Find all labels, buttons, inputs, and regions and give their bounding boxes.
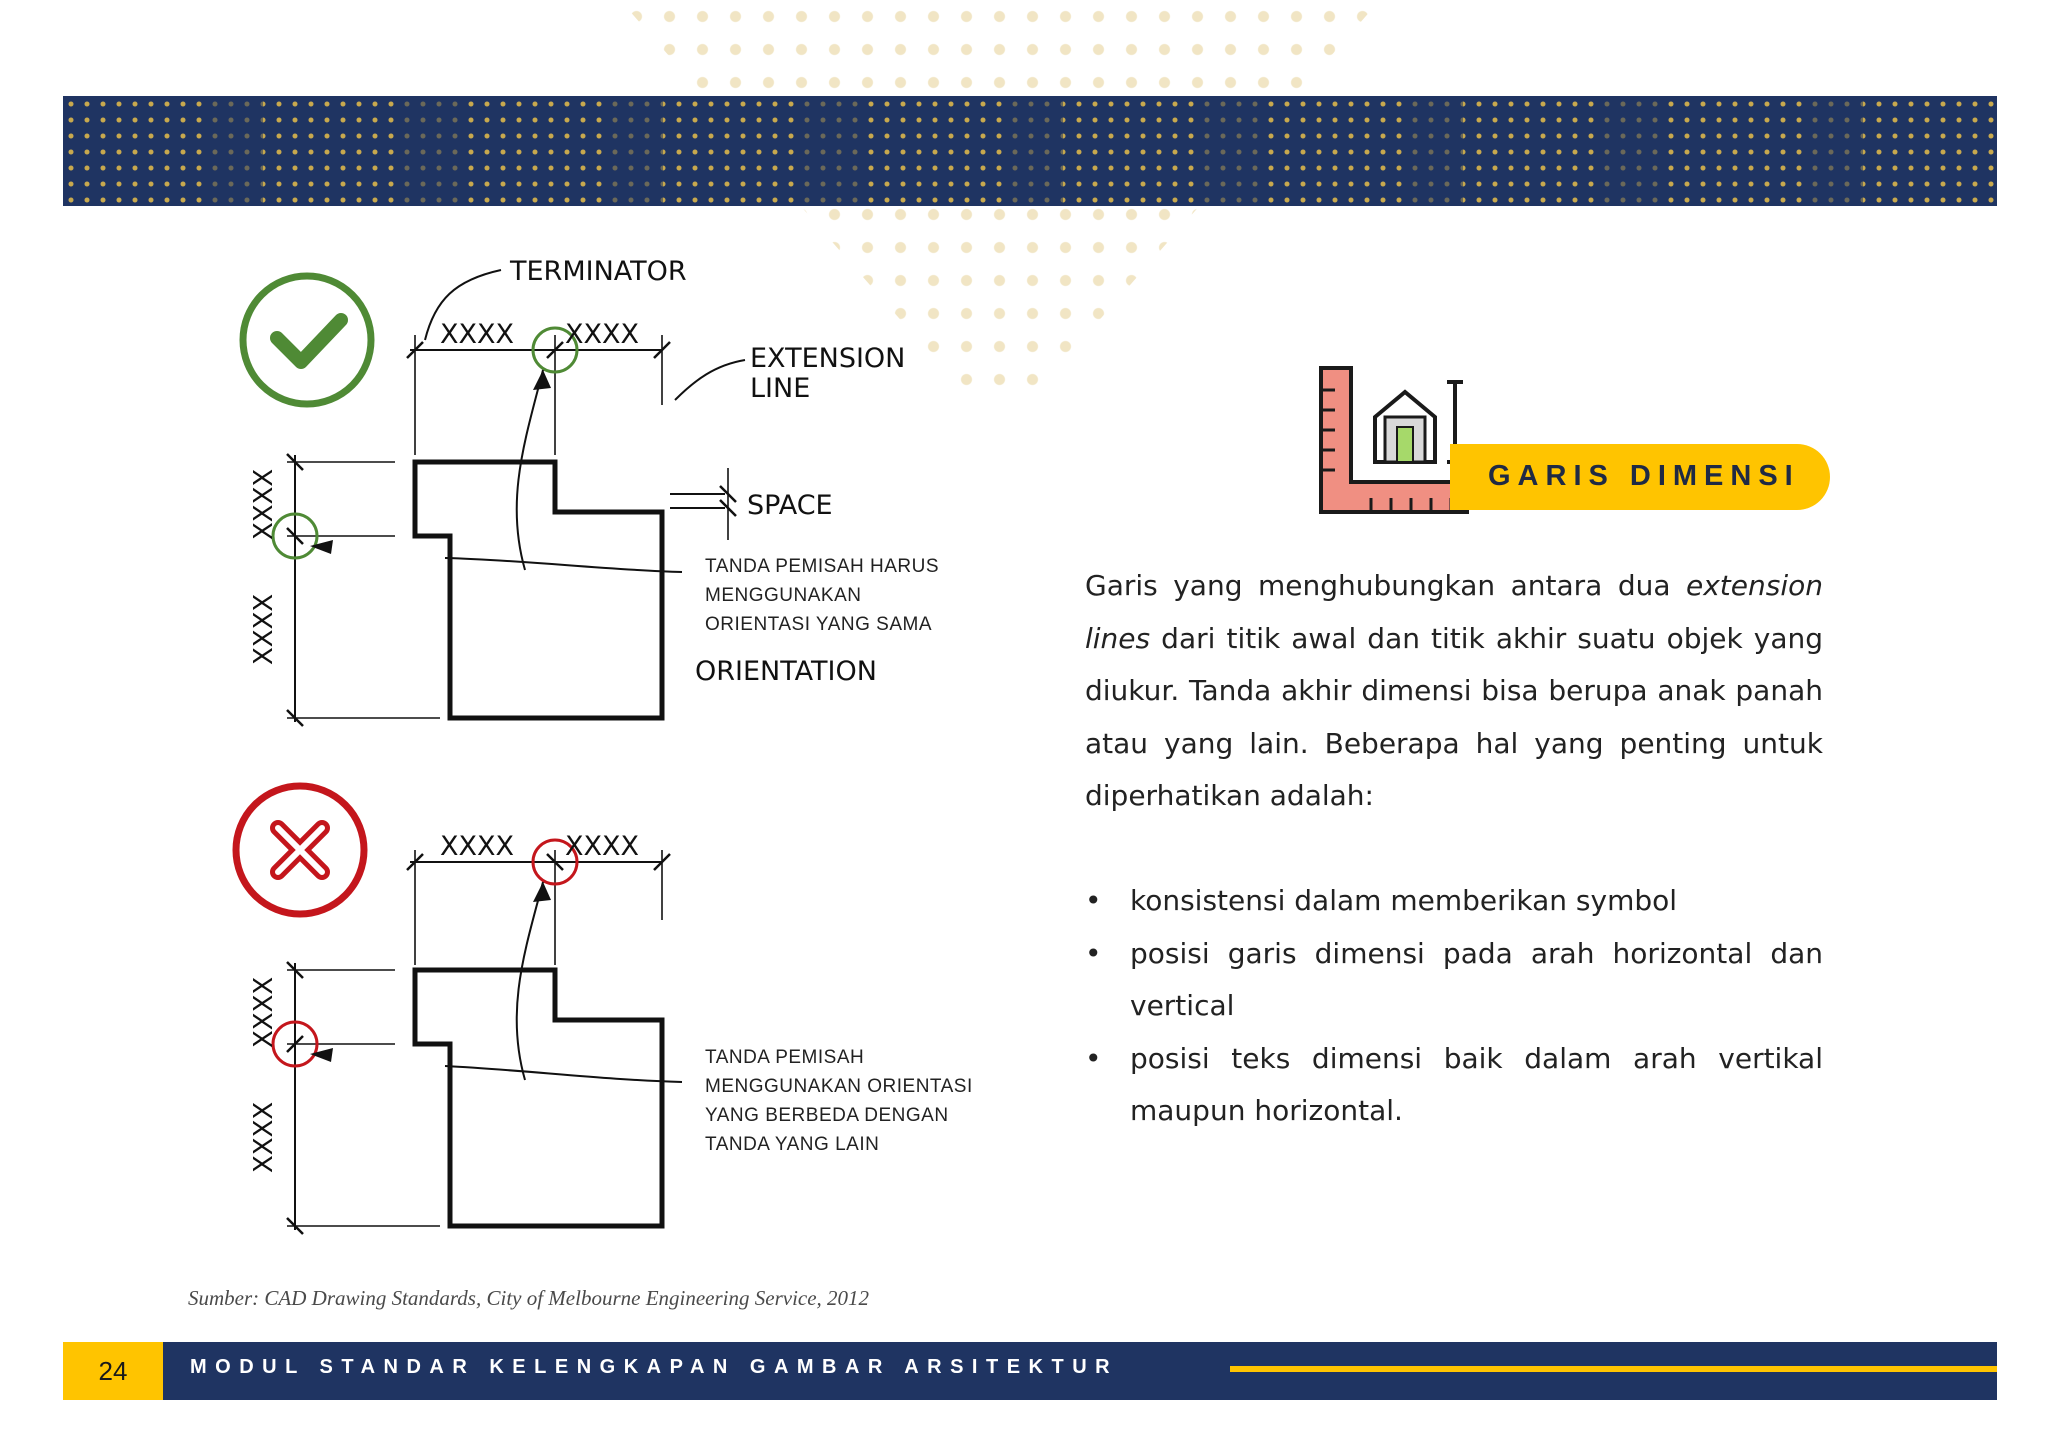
section-title-pill xyxy=(1450,444,1830,510)
label-space: SPACE xyxy=(747,490,833,521)
header-banner xyxy=(63,96,1997,206)
paragraph-emphasis: extension lines xyxy=(1085,569,1823,655)
paragraph-part-1: Garis yang menghubungkan antara dua xyxy=(1085,569,1686,602)
bullet-list: konsistensi dalam memberikan symbol posi… xyxy=(1085,875,1823,1138)
dimension-diagram-incorrect: XXXX XXXX XXXX XXXX xyxy=(232,782,683,1235)
label-extension: EXTENSION xyxy=(750,343,905,374)
caption-correct: TANDA PEMISAH HARUS MENGGUNAKAN ORIENTAS… xyxy=(705,556,940,635)
label-line: LINE xyxy=(750,373,810,404)
footer-title: MODUL STANDAR KELENGKAPAN GAMBAR ARSITEK… xyxy=(190,1356,1119,1378)
check-icon xyxy=(239,272,375,408)
section-title: GARIS DIMENSI xyxy=(1488,460,1800,492)
list-item: konsistensi dalam memberikan symbol xyxy=(1085,875,1823,928)
page-number: 24 xyxy=(63,1342,163,1400)
label-dim-top-2: XXXX xyxy=(565,831,639,862)
source-note: Sumber: CAD Drawing Standards, City of M… xyxy=(188,1286,870,1310)
list-item: posisi teks dimensi baik dalam arah vert… xyxy=(1085,1033,1823,1138)
cross-icon xyxy=(232,782,368,918)
label-dim-top-2: XXXX xyxy=(565,319,639,350)
paragraph-part-2: dari titik awal dan titik akhir suatu ob… xyxy=(1085,621,1823,813)
figure-correct: TERMINATOR XXXX XXXX EXTENSION LINE SPAC… xyxy=(225,240,965,760)
label-dim-top-1: XXXX xyxy=(440,319,514,350)
caption-incorrect: TANDA PEMISAH MENGGUNAKAN ORIENTASI YANG… xyxy=(705,1047,973,1155)
section-paragraph: Garis yang menghubungkan antara dua exte… xyxy=(1085,560,1823,823)
label-dim-left-1: XXXX xyxy=(249,469,279,540)
dimension-diagram-correct: TERMINATOR XXXX XXXX EXTENSION LINE SPAC… xyxy=(239,256,905,727)
label-dim-left-2: XXXX xyxy=(249,1102,279,1173)
footer-accent-line xyxy=(1230,1366,1997,1372)
label-dim-left-1: XXXX xyxy=(249,977,279,1048)
list-item: posisi garis dimensi pada arah horizonta… xyxy=(1085,928,1823,1033)
label-dim-left-2: XXXX xyxy=(249,594,279,665)
label-dim-top-1: XXXX xyxy=(440,831,514,862)
label-orientation: ORIENTATION xyxy=(695,656,877,687)
figure-incorrect: XXXX XXXX XXXX XXXX xyxy=(225,770,965,1260)
label-terminator: TERMINATOR xyxy=(509,256,687,287)
